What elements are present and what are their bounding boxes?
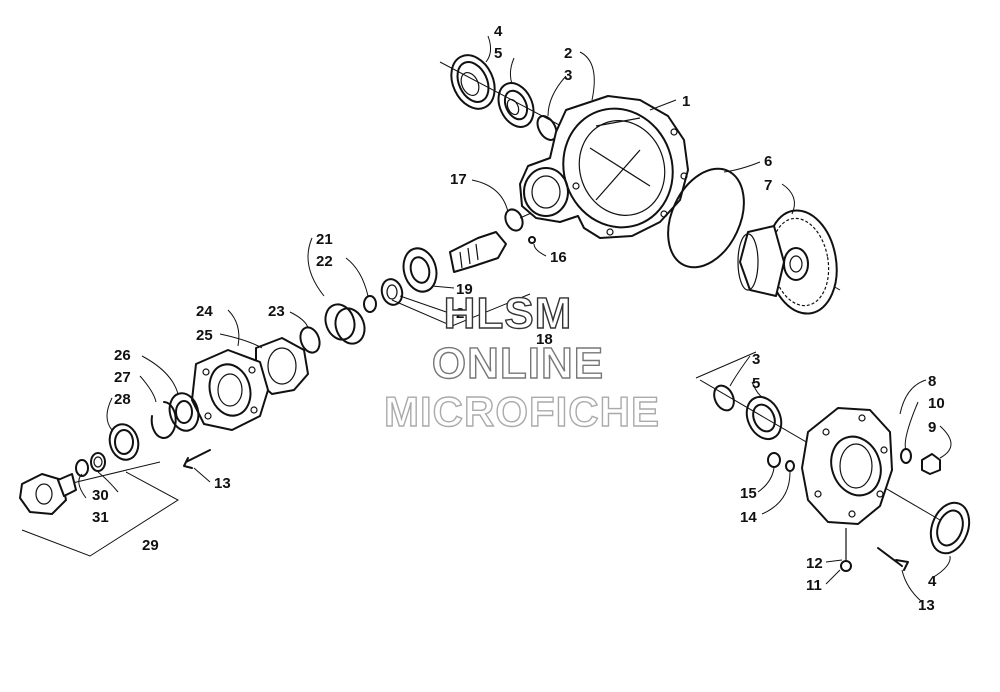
part-21-sleeve — [324, 303, 366, 345]
watermark-line-3: MICROFICHE — [384, 388, 660, 435]
callout-13-bottom: 13 — [918, 597, 935, 614]
callout-17: 17 — [450, 171, 467, 188]
callout-21: 21 — [316, 231, 333, 248]
part-30-31-washer — [75, 452, 106, 477]
group-bracket-lines — [21, 293, 757, 557]
callout-23: 23 — [268, 303, 285, 320]
part-27-snap-ring — [150, 401, 177, 439]
part-4-oil-seal-top — [450, 54, 496, 110]
callout-29: 29 — [142, 537, 159, 554]
watermark-line-2: ONLINE — [432, 339, 604, 388]
callout-27: 27 — [114, 369, 131, 386]
part-17-pinion-shaft — [449, 208, 524, 273]
callout-3-bottom: 3 — [752, 351, 760, 368]
callout-16: 16 — [550, 249, 567, 266]
part-26-bearing — [168, 392, 200, 432]
callout-12: 12 — [806, 555, 823, 572]
callout-22: 22 — [316, 253, 333, 270]
callout-24: 24 — [196, 303, 213, 320]
part-gear-case-cover — [801, 407, 893, 525]
callout-3-top: 3 — [564, 67, 572, 84]
callout-19: 19 — [456, 281, 473, 298]
part-29-output-flange — [19, 473, 77, 515]
part-19-bearing — [402, 247, 438, 293]
callout-13-left: 13 — [214, 475, 231, 492]
part-23-o-ring — [299, 326, 321, 354]
callout-14: 14 — [740, 509, 757, 526]
part-22-snap-ring — [363, 295, 377, 313]
watermark: HLSM ONLINE MICROFICHE — [383, 288, 660, 435]
callout-10: 10 — [928, 395, 945, 412]
watermark-line-1: HLSM — [444, 289, 573, 338]
callout-4-bottom: 4 — [928, 573, 937, 590]
callout-6: 6 — [764, 153, 772, 170]
callout-2: 2 — [564, 45, 572, 62]
callout-31: 31 — [92, 509, 109, 526]
part-5-bearing-top — [497, 82, 535, 128]
part-28-seal — [108, 423, 140, 461]
part-11-12-bolt — [840, 528, 852, 572]
callout-15: 15 — [740, 485, 757, 502]
part-13-cap-screw-left — [183, 449, 211, 469]
part-4-oil-seal-bottom — [929, 501, 971, 555]
callout-5-bottom: 5 — [752, 375, 760, 392]
callout-25: 25 — [196, 327, 213, 344]
callout-1: 1 — [682, 93, 690, 110]
callout-11: 11 — [806, 577, 822, 594]
callout-8: 8 — [928, 373, 936, 390]
part-15-fill-plug — [767, 452, 795, 472]
part-1-gear-case-housing — [519, 95, 689, 239]
callout-9: 9 — [928, 419, 936, 436]
callout-5-top: 5 — [494, 45, 502, 62]
callout-28: 28 — [114, 391, 131, 408]
part-20-spacer — [380, 278, 404, 306]
callout-4-top: 4 — [494, 23, 503, 40]
callout-labels: 4 5 2 3 1 6 7 17 16 21 22 19 20 18 23 24… — [92, 23, 945, 614]
part-13-cap-screw-bottom — [877, 547, 909, 571]
callout-7: 7 — [764, 177, 772, 194]
part-7-ring-gear — [737, 209, 838, 315]
callout-26: 26 — [114, 347, 131, 364]
part-3-o-ring-bottom — [713, 384, 735, 412]
callout-leader-lines — [78, 35, 952, 603]
part-9-drain-plug — [900, 448, 941, 475]
part-16-dowel-pin — [528, 236, 536, 244]
callout-30: 30 — [92, 487, 109, 504]
callout-18: 18 — [536, 331, 553, 348]
part-5-bearing-bottom — [745, 395, 783, 441]
part-24-bearing-housing — [191, 349, 269, 431]
callout-20: 20 — [456, 305, 473, 322]
part-6-gasket — [667, 167, 745, 269]
